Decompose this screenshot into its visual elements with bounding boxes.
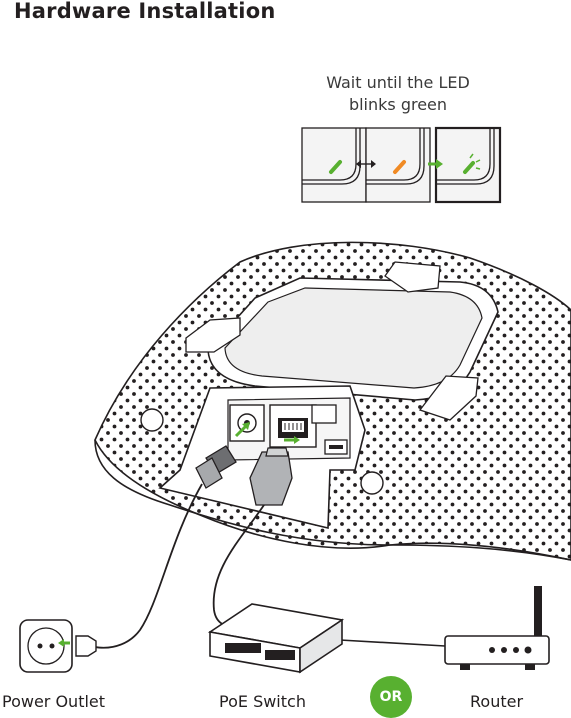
router-label: Router <box>470 692 523 711</box>
power-outlet-icon <box>20 620 96 672</box>
poe-switch-icon <box>210 604 342 672</box>
or-badge: OR <box>370 676 412 718</box>
led-panel-3 <box>436 128 500 202</box>
led-panel-2 <box>366 128 430 202</box>
access-point-device <box>0 240 571 570</box>
led-panel-1 <box>302 128 366 202</box>
power-outlet-label: Power Outlet <box>2 692 105 711</box>
router-icon <box>445 586 549 670</box>
poe-switch-label: PoE Switch <box>219 692 306 711</box>
led-sequence <box>302 128 500 202</box>
